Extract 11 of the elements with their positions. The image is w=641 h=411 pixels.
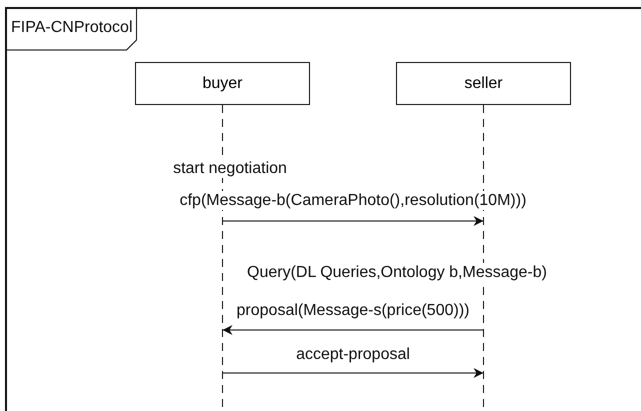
message-arrow [222, 368, 484, 378]
note-text: start negotiation [172, 159, 288, 178]
frame-title: FIPA-CNProtocol [11, 19, 133, 37]
lifeline-head: buyer [135, 62, 310, 105]
edge-label: cfp(Message-b(CameraPhoto(),resolution(10M))) [178, 191, 528, 210]
lifeline-head: seller [396, 62, 571, 105]
message-arrow [222, 325, 484, 335]
edge-label: proposal(Message-s(price(500))) [236, 301, 470, 320]
note-text: Query(DL Queries,Ontology b,Message-b) [246, 263, 548, 282]
edge-label: accept-proposal [295, 345, 411, 364]
message-arrow [222, 216, 484, 226]
